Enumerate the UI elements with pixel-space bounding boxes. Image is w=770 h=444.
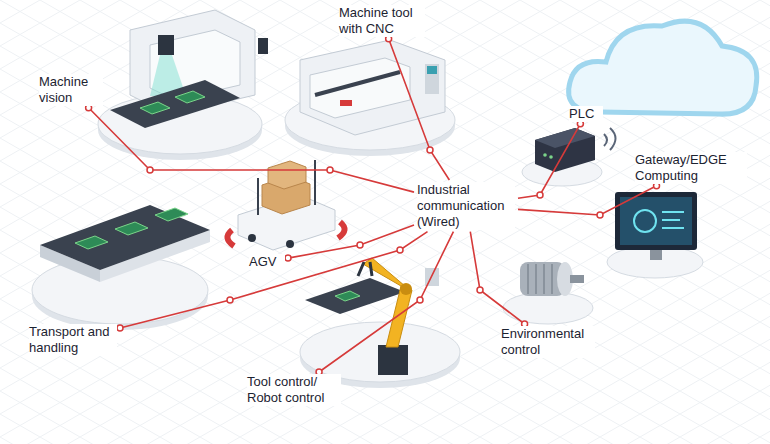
network-cable <box>518 186 657 215</box>
station-label: Environmental control <box>498 324 598 360</box>
junction-dot <box>147 167 153 173</box>
station-name: Industrial communication (Wired) <box>417 182 515 230</box>
cnc-body <box>300 40 445 135</box>
wireless-symbol <box>604 128 616 150</box>
junction-dot <box>597 212 603 218</box>
platform <box>503 292 593 324</box>
robot-arm <box>386 286 412 347</box>
robot-base <box>378 345 408 375</box>
station-label: Machine vision <box>36 72 106 108</box>
station-label: PLC <box>566 104 606 124</box>
station-name: Gateway/EDGE Computing <box>635 152 747 184</box>
monitor-screen <box>620 197 692 245</box>
network-cable <box>120 232 428 328</box>
cnc-door <box>310 58 410 118</box>
plc-led <box>543 153 547 157</box>
chip <box>75 236 108 249</box>
wheel <box>286 240 294 248</box>
cnc-rod <box>315 72 400 95</box>
control-panel <box>258 38 268 54</box>
station-name: Machine tool with CNC <box>339 5 425 37</box>
agv-sensor <box>227 230 234 246</box>
station-label: Gateway/EDGE Computing <box>632 150 750 186</box>
junction-dot <box>417 297 423 303</box>
screen-gauge <box>634 210 656 232</box>
plc-top <box>535 128 595 148</box>
chip <box>175 91 205 103</box>
cnc-part <box>340 100 352 106</box>
station-name: Transport and handling <box>29 324 117 356</box>
plc-led <box>549 155 553 159</box>
robot-joint <box>400 283 412 295</box>
junction-dot <box>477 287 483 293</box>
chip <box>155 208 188 221</box>
station-label: Industrial communication (Wired) <box>414 180 518 232</box>
station-label: Tool control/ Robot control <box>244 372 344 408</box>
station-name: PLC <box>569 106 603 122</box>
station-name: AGV <box>249 254 285 270</box>
conveyor-belt <box>110 80 240 128</box>
station-label: Machine tool with CNC <box>336 3 428 39</box>
cargo-box <box>268 161 306 189</box>
wheel <box>248 234 256 242</box>
chip <box>140 102 170 114</box>
junction-dot <box>285 255 291 261</box>
chip <box>115 222 148 235</box>
screen-bars <box>662 212 684 228</box>
junction-dot <box>537 192 543 198</box>
network-cable <box>288 225 414 258</box>
cnc-screen <box>427 66 437 74</box>
network-cable <box>470 232 524 324</box>
network-cable <box>89 108 414 192</box>
camera <box>158 35 174 55</box>
cloud <box>569 21 757 114</box>
robot-gripper <box>358 262 372 276</box>
junction-dot <box>117 325 123 331</box>
station-name: Tool control/ Robot control <box>247 374 341 406</box>
platform <box>607 246 703 278</box>
junction-dot <box>327 167 333 173</box>
network-cable <box>518 124 580 198</box>
station-name: Environmental control <box>501 326 595 358</box>
station-label: AGV <box>246 252 288 272</box>
conveyor-belt <box>40 205 210 270</box>
motor-fins <box>528 264 552 294</box>
chip <box>335 291 360 301</box>
network-cable <box>319 232 453 372</box>
conveyor-belt <box>305 278 405 314</box>
station-name: Machine vision <box>39 74 103 106</box>
junction-dot <box>357 242 363 248</box>
motor-shaft <box>570 275 584 283</box>
network-cable <box>389 39 450 180</box>
junction-dot <box>427 147 433 153</box>
cnc-panel <box>425 64 439 94</box>
junction-dot <box>397 247 403 253</box>
platform <box>300 322 460 382</box>
agv-sensor <box>338 222 345 238</box>
agv-frame <box>258 160 315 215</box>
junction-dot <box>227 297 233 303</box>
station-label: Transport and handling <box>26 322 120 358</box>
